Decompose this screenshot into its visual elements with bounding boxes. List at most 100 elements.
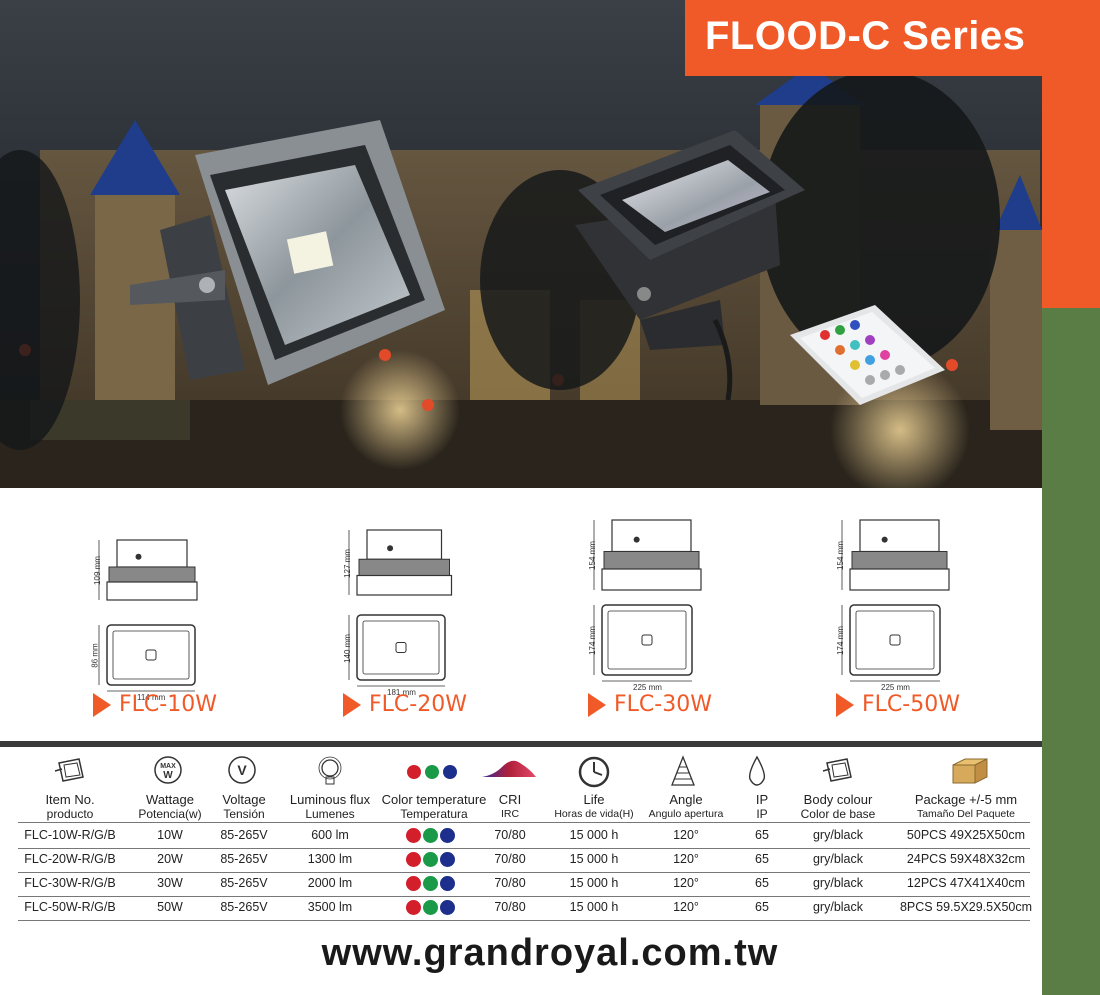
cell-wattage: 20W xyxy=(157,852,183,866)
rgb-color-dots xyxy=(406,876,455,891)
cell-voltage: 85-265V xyxy=(220,828,268,842)
table-row-divider xyxy=(18,822,1030,823)
column-header-sublabel: Temperatura xyxy=(400,807,468,821)
play-triangle-icon xyxy=(588,693,606,717)
rgb-color-dots xyxy=(406,828,455,843)
cell-package: 8PCS 59.5X29.5X50cm xyxy=(899,900,1033,914)
play-triangle-icon xyxy=(343,693,361,717)
column-header-label: Color temperature xyxy=(381,792,487,807)
front-width-label: 225 mm xyxy=(881,683,910,692)
rgb-dots-icon xyxy=(404,763,464,786)
cell-body: gry/black xyxy=(812,852,864,866)
column-header-label: Wattage xyxy=(146,792,194,807)
website-url[interactable]: www.grandroyal.com.tw xyxy=(321,932,779,974)
column-header-label: Life xyxy=(583,792,605,807)
column-header-label: IP xyxy=(755,792,769,807)
model-label: FLC-20W xyxy=(369,692,467,717)
model-label: FLC-30W xyxy=(614,692,712,717)
svg-text:MAX: MAX xyxy=(160,763,176,770)
front-width-label: 114 mm xyxy=(137,693,166,702)
front-height-label: 174 mm xyxy=(587,626,597,655)
beam-angle-icon xyxy=(669,755,697,794)
side-height-label: 154 mm xyxy=(835,541,845,570)
cell-angle: 120° xyxy=(673,828,699,842)
play-triangle-icon xyxy=(93,693,111,717)
water-drop-icon xyxy=(745,755,769,792)
cell-ip: 65 xyxy=(755,852,769,866)
play-triangle-icon xyxy=(836,693,854,717)
column-header-label: Voltage xyxy=(222,792,266,807)
cell-life: 15 000 h xyxy=(569,876,619,890)
cell-life: 15 000 h xyxy=(569,852,619,866)
side-height-label: 109 mm xyxy=(92,556,102,585)
cell-wattage: 50W xyxy=(157,900,183,914)
flood-light-icon xyxy=(821,755,855,788)
cell-wattage: 30W xyxy=(157,876,183,890)
cell-body: gry/black xyxy=(812,828,864,842)
table-row-divider xyxy=(18,848,1030,849)
cell-cri: 70/80 xyxy=(494,828,526,842)
color-dot xyxy=(406,876,421,891)
column-header-sublabel: IRC xyxy=(500,808,520,820)
cell-angle: 120° xyxy=(673,900,699,914)
column-header-sublabel: Tensión xyxy=(223,807,265,821)
cell-voltage: 85-265V xyxy=(220,876,268,890)
cell-item: FLC-30W-R/G/B xyxy=(24,876,116,890)
hero-photo: FLOOD-C Series xyxy=(0,0,1042,488)
dimension-diagram xyxy=(593,519,702,682)
color-dot xyxy=(423,876,438,891)
cell-lumen: 600 lm xyxy=(311,828,349,842)
column-header-sublabel: Potencia(w) xyxy=(138,807,202,821)
front-height-label: 86 mm xyxy=(90,643,100,668)
cell-life: 15 000 h xyxy=(569,900,619,914)
cell-body: gry/black xyxy=(812,900,864,914)
column-header-label: Package +/-5 mm xyxy=(914,792,1018,807)
cell-package: 12PCS 47X41X40cm xyxy=(906,876,1026,890)
color-dot xyxy=(406,828,421,843)
cell-lumen: 1300 lm xyxy=(307,852,353,866)
accent-strip-orange xyxy=(1042,0,1100,308)
column-header-label: Angle xyxy=(669,792,703,807)
color-dot xyxy=(423,828,438,843)
table-row-divider xyxy=(18,896,1030,897)
model-label: FLC-50W xyxy=(862,692,960,717)
cell-cri: 70/80 xyxy=(494,876,526,890)
column-header-sublabel: producto xyxy=(46,807,94,821)
column-header-sublabel: Tamaño Del Paquete xyxy=(916,808,1016,820)
cell-lumen: 3500 lm xyxy=(307,900,353,914)
side-height-label: 154 mm xyxy=(587,541,597,570)
flood-light-icon xyxy=(53,755,87,788)
cell-life: 15 000 h xyxy=(569,828,619,842)
column-header-label: Body colour xyxy=(803,792,873,807)
svg-text:V: V xyxy=(237,762,247,778)
column-header-sublabel: Horas de vida(H) xyxy=(554,808,634,820)
model-label: FLC-10W xyxy=(119,692,217,717)
column-header-sublabel: Lumenes xyxy=(305,807,355,821)
table-row-divider xyxy=(18,920,1030,921)
flood-light-10w-photo xyxy=(130,120,445,385)
color-dot xyxy=(440,876,455,891)
dimension-diagram xyxy=(841,519,950,682)
accent-strip-green xyxy=(1042,308,1100,995)
cell-cri: 70/80 xyxy=(494,900,526,914)
side-height-label: 127 mm xyxy=(342,548,352,578)
column-header: Item No.producto xyxy=(10,792,130,822)
column-header-sublabel: Color de base xyxy=(800,807,876,821)
cell-ip: 65 xyxy=(755,876,769,890)
remote-control-photo xyxy=(790,305,945,405)
cell-item: FLC-20W-R/G/B xyxy=(24,852,116,866)
rgb-color-dots xyxy=(406,852,455,867)
color-dot xyxy=(406,900,421,915)
svg-text:W: W xyxy=(163,770,173,781)
column-header-label: CRI xyxy=(498,792,522,807)
